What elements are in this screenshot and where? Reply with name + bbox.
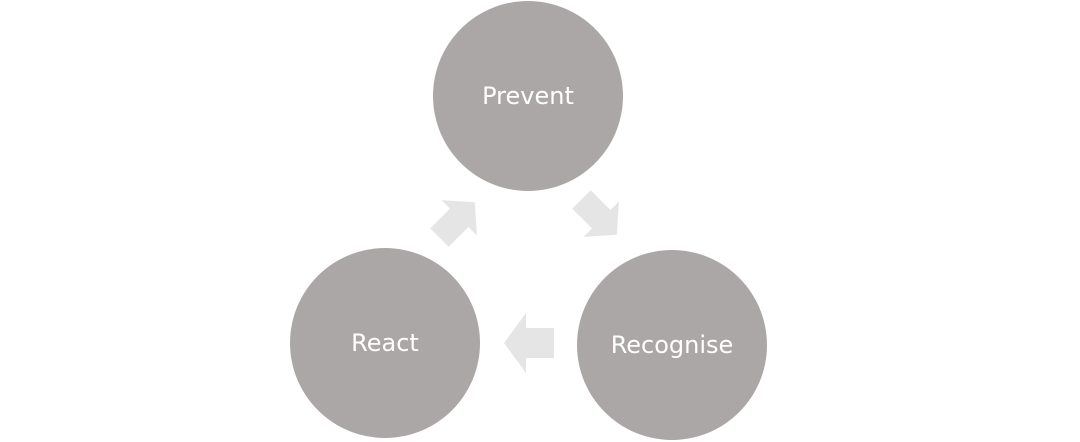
node-label-recognise: Recognise (610, 331, 734, 359)
node-label-prevent: Prevent (482, 82, 574, 110)
node-react: React (290, 248, 480, 438)
node-prevent: Prevent (433, 1, 623, 191)
arrow-prevent-to-recognise-icon (572, 190, 619, 237)
arrow-recognise-to-react-icon (504, 313, 554, 373)
node-label-react: React (351, 329, 419, 357)
arrow-react-to-prevent-icon (430, 200, 477, 247)
node-recognise: Recognise (577, 250, 767, 440)
